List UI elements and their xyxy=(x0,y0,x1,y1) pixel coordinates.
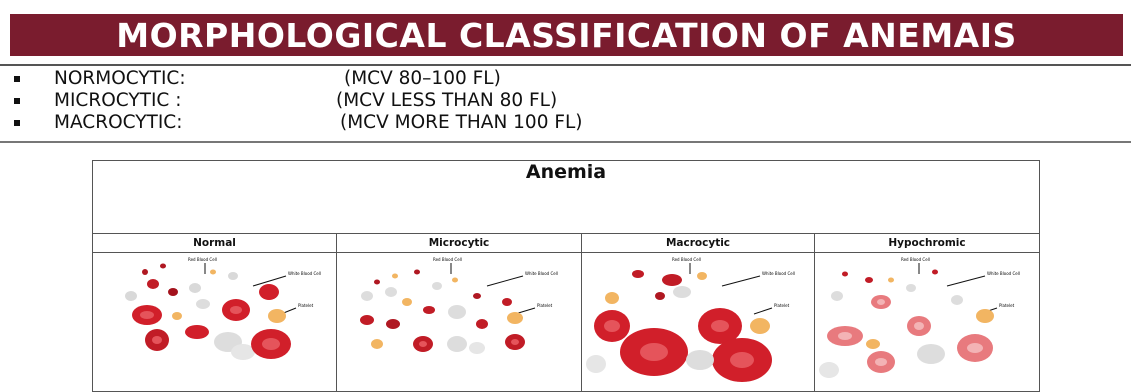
classification-definition: (MCV LESS THAN 80 FL) xyxy=(336,90,557,111)
blood-smear-normal-illustration: Red Blood Cell White Blood Cell Platelet xyxy=(93,252,337,392)
panel-label-microcytic: Microcytic xyxy=(337,234,582,252)
panel-normal: Red Blood Cell White Blood Cell Platelet xyxy=(93,252,337,392)
panel-label-hypochromic: Hypochromic xyxy=(815,234,1039,252)
wbc-annotation: White Blood Cell xyxy=(288,271,321,276)
figure-title: Anemia xyxy=(93,161,1039,183)
rbc-annotation: Red Blood Cell xyxy=(433,257,462,262)
anemia-figure: Anemia Normal Microcytic Macrocytic Hypo… xyxy=(92,160,1040,392)
page-title-bar: MORPHOLOGICAL CLASSIFICATION OF ANEMAIS xyxy=(10,14,1123,56)
divider xyxy=(0,64,1131,66)
wbc-annotation: White Blood Cell xyxy=(987,271,1020,276)
platelet-annotation: Platelet xyxy=(774,303,790,308)
classification-term: NORMOCYTIC: xyxy=(54,68,186,89)
page-title: MORPHOLOGICAL CLASSIFICATION OF ANEMAIS xyxy=(116,16,1017,55)
panel-hypochromic: Red Blood Cell White Blood Cell Platelet xyxy=(815,252,1039,392)
blood-smear-hypochromic-illustration: Red Blood Cell White Blood Cell Platelet xyxy=(815,252,1039,392)
platelet-annotation: Platelet xyxy=(537,303,553,308)
rbc-annotation: Red Blood Cell xyxy=(672,257,701,262)
panel-header-row: Normal Microcytic Macrocytic Hypochromic xyxy=(93,233,1039,253)
rbc-annotation: Red Blood Cell xyxy=(901,257,930,262)
wbc-annotation: White Blood Cell xyxy=(762,271,795,276)
classification-definition: (MCV 80–100 FL) xyxy=(344,68,501,89)
classification-term: MACROCYTIC: xyxy=(54,112,182,133)
platelet-annotation: Platelet xyxy=(298,303,314,308)
bullet-icon xyxy=(14,98,20,104)
panel-label-normal: Normal xyxy=(93,234,337,252)
bullet-icon xyxy=(14,76,20,82)
panel-macrocytic: Red Blood Cell White Blood Cell Platelet xyxy=(582,252,815,392)
blood-smear-macrocytic-illustration: Red Blood Cell White Blood Cell Platelet xyxy=(582,252,815,392)
bullet-icon xyxy=(14,120,20,126)
rbc-annotation: Red Blood Cell xyxy=(188,257,217,262)
wbc-annotation: White Blood Cell xyxy=(525,271,558,276)
classification-term: MICROCYTIC : xyxy=(54,90,181,111)
panel-microcytic: Red Blood Cell White Blood Cell Platelet xyxy=(337,252,582,392)
panel-label-macrocytic: Macrocytic xyxy=(582,234,815,252)
classification-definition: (MCV MORE THAN 100 FL) xyxy=(340,112,583,133)
divider xyxy=(0,141,1131,143)
platelet-annotation: Platelet xyxy=(999,303,1015,308)
blood-smear-microcytic-illustration: Red Blood Cell White Blood Cell Platelet xyxy=(337,252,582,392)
